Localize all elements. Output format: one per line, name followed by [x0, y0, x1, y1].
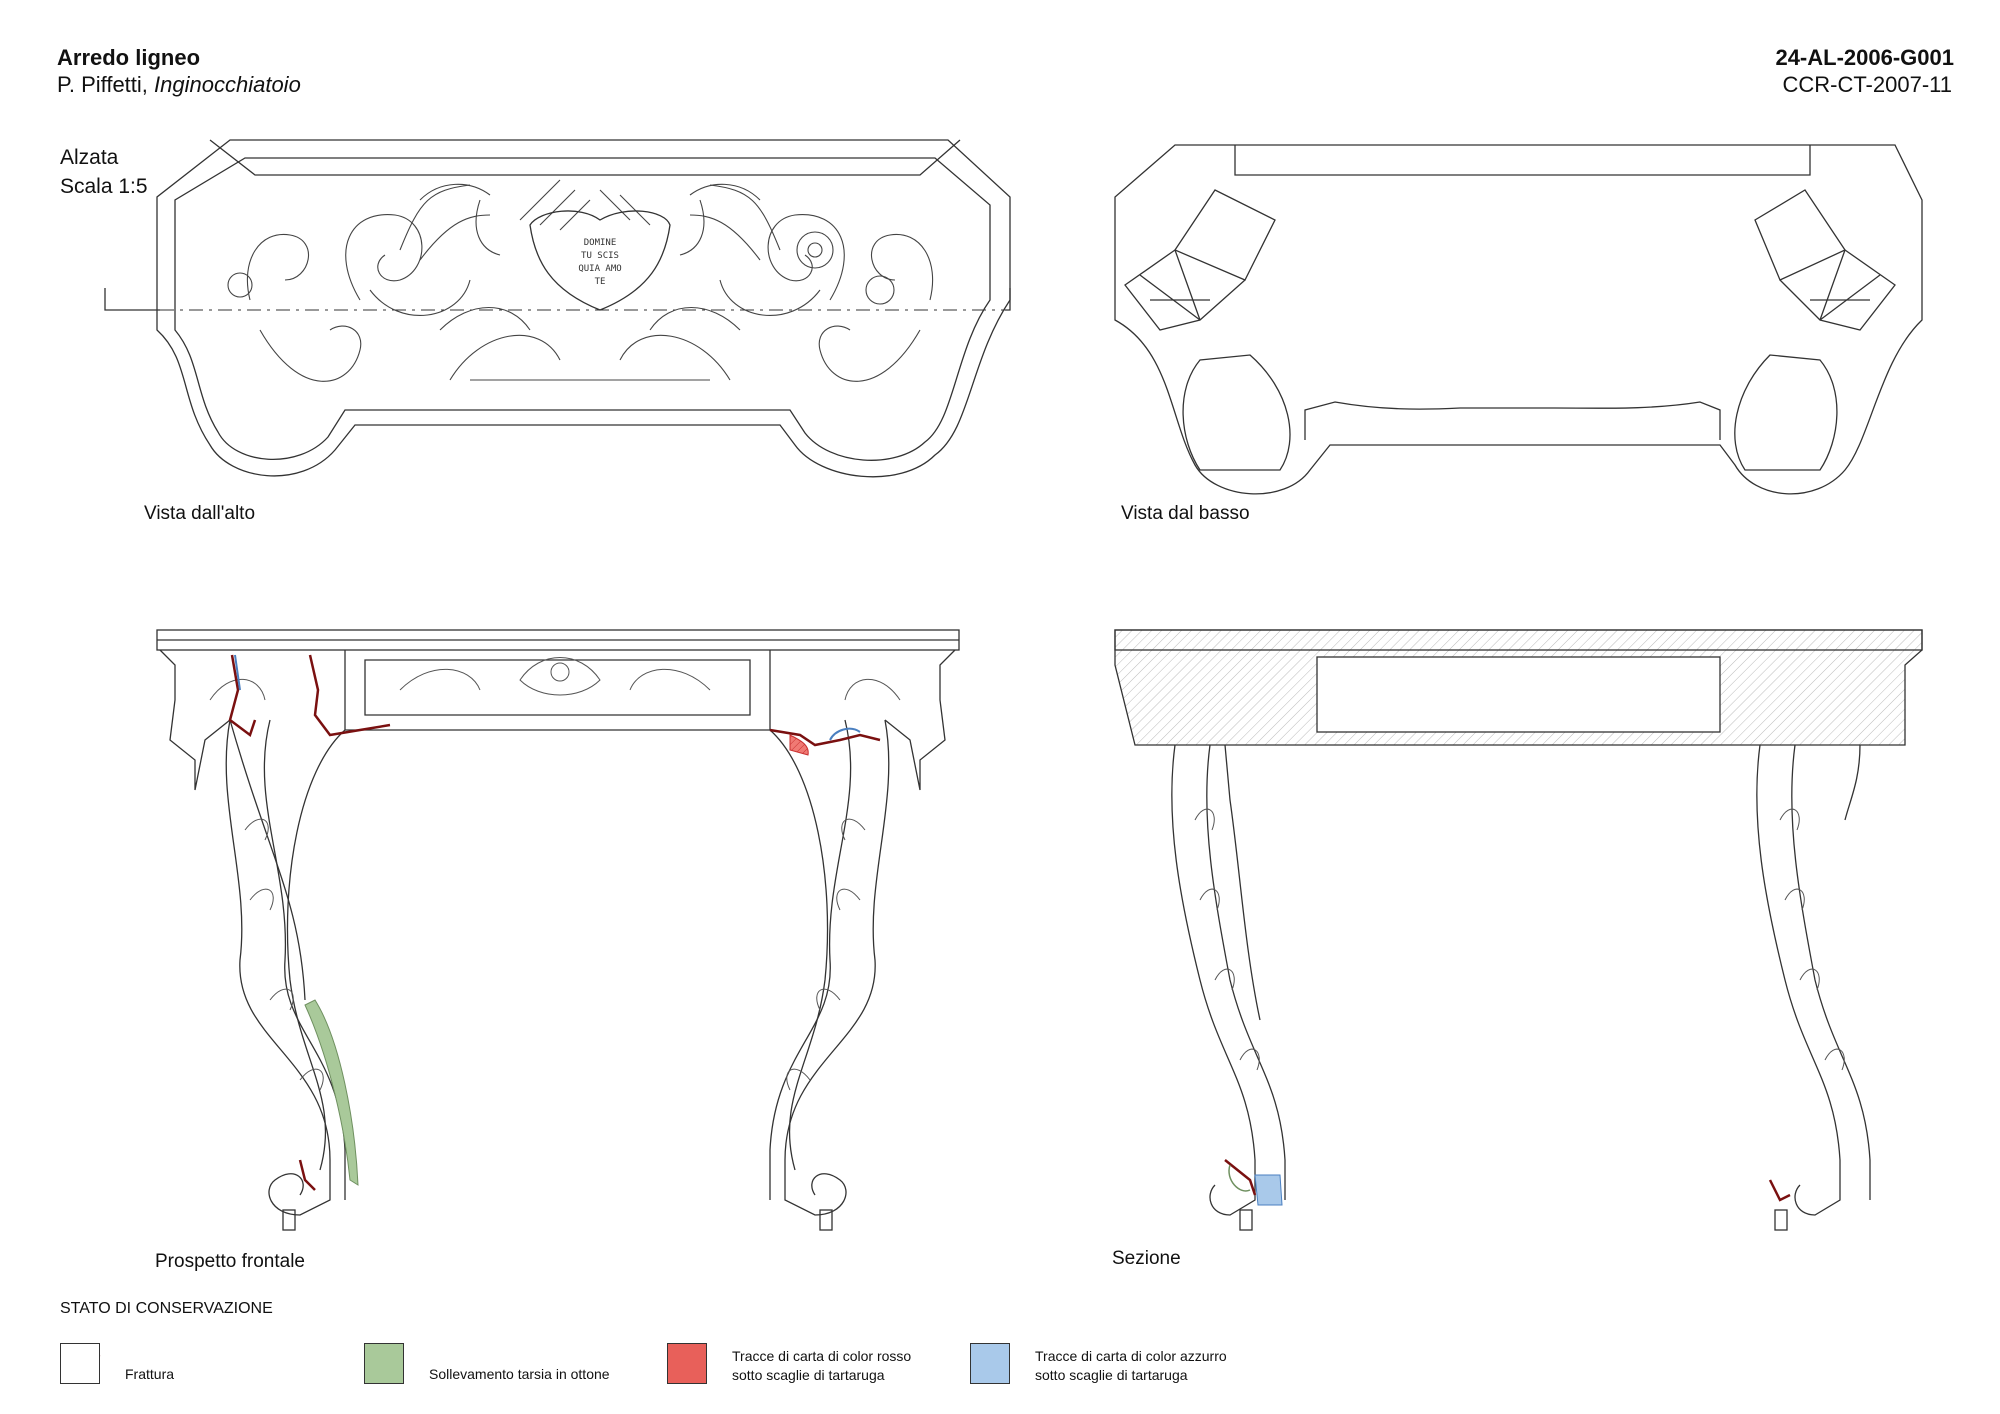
caption-bottom-view: Vista dal basso [1121, 503, 1250, 524]
category-title: Arredo ligneo [57, 45, 201, 70]
legend-swatch-brass-lifting [364, 1343, 404, 1384]
legend-label-brass-lifting: Sollevamento tarsia in ottone [429, 1366, 610, 1382]
legend-label-fracture: Frattura [125, 1366, 175, 1382]
legend-title: STATO DI CONSERVAZIONE [60, 1300, 273, 1317]
legend-label-blue-paper-line2: sotto scaglie di tartaruga [1035, 1367, 1188, 1383]
caption-section-view: Sezione [1112, 1248, 1181, 1269]
front-view-drawing [156, 629, 960, 1231]
caption-top-view: Vista dall'alto [144, 503, 256, 524]
work-subtitle: P. Piffetti, Inginocchiatoio [57, 72, 301, 98]
author-name: P. Piffetti, [57, 72, 155, 97]
scale-label: Scala 1:5 [60, 175, 148, 198]
work-title: Inginocchiatoio [154, 72, 301, 97]
inscription-line-1: DOMINE [584, 238, 617, 248]
section-drawing [1114, 629, 1923, 1231]
inscription-line-4: TE [595, 277, 606, 287]
sheet-code: 24-AL-2006-G001 [1775, 45, 1954, 70]
legend-swatch-fracture [60, 1343, 100, 1384]
legend-swatch-blue-paper [970, 1343, 1010, 1384]
bottom-view-drawing [1114, 144, 1923, 495]
inscription: DOMINE TU SCIS QUIA AMO TE [578, 238, 621, 287]
sheet-reference: CCR-CT-2007-11 [1782, 72, 1952, 97]
top-view-drawing [104, 139, 1011, 478]
legend-label-blue-paper: Tracce di carta di color azzurro sotto s… [1035, 1347, 1227, 1385]
scale-block: Alzata Scala 1:5 [60, 143, 148, 201]
caption-front-view: Prospetto frontale [155, 1251, 305, 1272]
inscription-line-2: TU SCIS [581, 251, 619, 261]
legend-label-blue-paper-line1: Tracce di carta di color azzurro [1035, 1348, 1227, 1364]
legend-swatch-red-paper [667, 1343, 707, 1384]
legend-label-red-paper: Tracce di carta di color rosso sotto sca… [732, 1347, 911, 1385]
legend-label-red-paper-line2: sotto scaglie di tartaruga [732, 1367, 885, 1383]
section-name: Alzata [60, 146, 119, 169]
legend-label-red-paper-line1: Tracce di carta di color rosso [732, 1348, 912, 1364]
inscription-line-3: QUIA AMO [578, 264, 621, 274]
